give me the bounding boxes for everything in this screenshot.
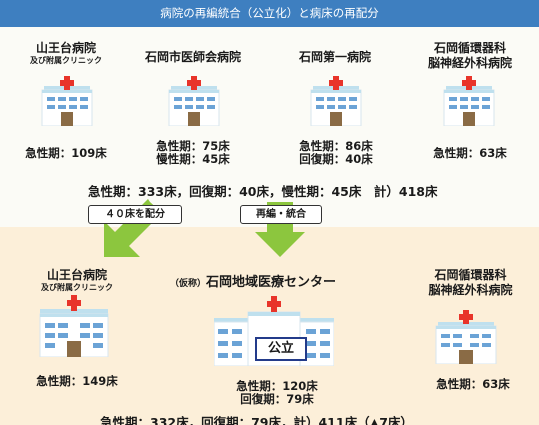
before-hospital-1-subtitle: 及び附属クリニック [30, 56, 102, 65]
after-hospital-2-prefix: （仮称） [170, 279, 207, 289]
after-hospital-3-name: 石岡循環器科 脳神経外科病院 [408, 268, 533, 298]
before-hospital-4-title-line1: 石岡循環器科 [433, 41, 506, 55]
before-hospital-1-name: 山王台病院 及び附属クリニック [16, 41, 116, 66]
left-arrow-label: ４０床を配分 [88, 205, 182, 224]
after-hospital-2-beds: 急性期：120床 回復期：79床 [222, 380, 332, 406]
after-hospital-1-subtitle: 及び附属クリニック [41, 283, 113, 292]
before-hospital-3-name: 石岡第一病院 [280, 50, 390, 65]
after-hospital-2-title: 石岡地域医療センター [206, 275, 337, 290]
hospital-building-icon [168, 76, 220, 126]
hospital-building-icon [435, 310, 497, 364]
hospital-building-icon [310, 76, 362, 126]
bed-count: 回復期：79床 [240, 392, 314, 406]
before-hospital-3-title: 石岡第一病院 [298, 50, 371, 64]
header-title: 病院の再編統合（公立化）と病床の再配分 [0, 0, 539, 27]
after-hospital-2-name: （仮称）石岡地域医療センター [170, 275, 400, 292]
after-hospital-3-beds: 急性期：63床 [418, 378, 528, 391]
bed-count: 急性期：63床 [436, 377, 510, 391]
after-hospital-3-title-line2: 脳神経外科病院 [428, 283, 513, 297]
after-hospital-1-title: 山王台病院 [46, 268, 107, 282]
bed-count: 急性期：75床 [156, 139, 230, 153]
before-hospital-3-beds: 急性期：86床 回復期：40床 [286, 140, 386, 166]
after-hospital-3-title-line1: 石岡循環器科 [434, 268, 507, 282]
hospital-building-icon [39, 295, 109, 357]
before-hospital-4-title-line2: 脳神経外科病院 [427, 56, 512, 70]
bed-count: 急性期：63床 [433, 146, 507, 160]
before-hospital-1-title: 山王台病院 [35, 41, 96, 55]
bed-count: 急性期：149床 [36, 374, 118, 388]
hospital-building-icon [443, 76, 495, 126]
bed-count: 慢性期：45床 [156, 152, 230, 166]
before-hospital-2-title: 石岡市医師会病院 [144, 50, 241, 64]
bed-count: 急性期：109床 [25, 146, 107, 160]
after-summary: 急性期：332床，回復期：79床，計）411床（▲7床） [100, 415, 413, 425]
bed-count: 急性期：86床 [299, 139, 373, 153]
hospital-building-icon [41, 76, 93, 126]
before-hospital-2-name: 石岡市医師会病院 [133, 50, 253, 65]
bed-count: 回復期：40床 [299, 152, 373, 166]
bed-count: 急性期：120床 [236, 379, 318, 393]
before-hospital-4-name: 石岡循環器科 脳神経外科病院 [410, 41, 530, 71]
after-hospital-1-name: 山王台病院 及び附属クリニック [22, 268, 132, 293]
before-section [0, 27, 539, 227]
public-badge: 公立 [255, 337, 307, 361]
before-hospital-2-beds: 急性期：75床 慢性期：45床 [143, 140, 243, 166]
before-hospital-1-beds: 急性期：109床 [16, 147, 116, 160]
after-hospital-1-beds: 急性期：149床 [22, 375, 132, 388]
before-hospital-4-beds: 急性期：63床 [420, 147, 520, 160]
before-summary: 急性期：333床，回復期：40床，慢性期：45床 計）418床 [88, 184, 438, 199]
down-arrow-label: 再編・統合 [240, 205, 322, 224]
